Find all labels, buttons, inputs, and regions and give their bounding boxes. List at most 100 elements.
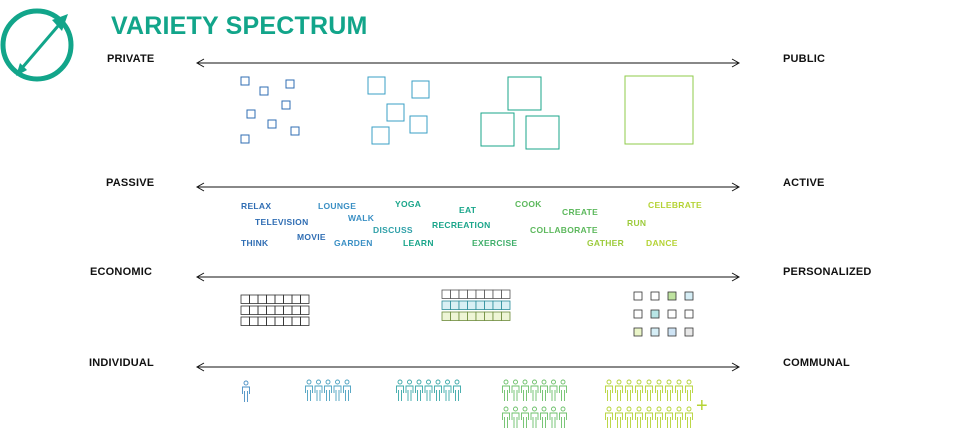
grid-cell [249, 316, 259, 326]
grid-cell [300, 294, 310, 304]
person-icon [530, 406, 539, 428]
person-icon [324, 379, 332, 401]
grid-cell [450, 311, 460, 321]
custom-cell [633, 291, 643, 301]
grid-cell [266, 316, 276, 326]
person-icon [559, 406, 567, 428]
grid-cell [501, 300, 511, 310]
person-icon [530, 379, 539, 401]
person-icon [502, 379, 510, 401]
grid-cell [467, 289, 477, 299]
custom-cell [667, 291, 677, 301]
grid-cell [274, 305, 284, 315]
space-square [409, 115, 428, 134]
person-icon [625, 406, 633, 428]
space-square [624, 75, 694, 145]
person-icon [242, 380, 250, 402]
activity-word: RELAX [241, 201, 272, 211]
activity-word: LEARN [403, 238, 434, 248]
person-icon [549, 379, 558, 401]
custom-cell [684, 327, 694, 337]
person-icon [540, 379, 548, 401]
person-icon [685, 379, 693, 401]
person-icon [665, 379, 673, 401]
grid-cell [450, 300, 460, 310]
grid-cell [249, 305, 259, 315]
person-icon [314, 379, 323, 401]
grid-cell [450, 289, 460, 299]
activity-word: EXERCISE [472, 238, 518, 248]
person-icon [559, 379, 567, 401]
grid-cell [492, 289, 502, 299]
activity-word: COOK [515, 199, 542, 209]
activity-word: GARDEN [334, 238, 373, 248]
grid-cell [467, 311, 477, 321]
grid-cell [492, 300, 502, 310]
person-icon [333, 379, 342, 401]
space-square [411, 80, 430, 99]
custom-cell [684, 309, 694, 319]
space-square [240, 134, 250, 144]
grid-cell [283, 316, 293, 326]
grid-cell [484, 300, 494, 310]
custom-cell [633, 327, 643, 337]
grid-cell [240, 294, 250, 304]
grid-cell [475, 300, 485, 310]
label-public: PUBLIC [783, 53, 826, 65]
grid-cell [475, 311, 485, 321]
person-icon [685, 406, 693, 428]
economic-personalized-grids [240, 289, 694, 337]
individual-communal-people: + [242, 379, 708, 428]
space-square [507, 76, 542, 111]
custom-cell [650, 327, 660, 337]
grid-cell [441, 311, 451, 321]
label-individual: INDIVIDUAL [89, 357, 154, 369]
activity-word: WALK [348, 213, 375, 223]
person-icon [521, 379, 529, 401]
person-icon [511, 379, 520, 401]
grid-cell [257, 316, 267, 326]
logo-circle-icon [0, 8, 74, 82]
space-square [246, 109, 256, 119]
left-arrowhead [195, 182, 205, 192]
grid-cell [240, 305, 250, 315]
label-economic: ECONOMIC [90, 266, 153, 278]
person-icon [675, 406, 683, 428]
grid-cell [257, 305, 267, 315]
space-square [285, 79, 295, 89]
activity-word: RUN [627, 218, 647, 228]
person-icon [443, 379, 452, 401]
left-arrowhead [195, 362, 205, 372]
grid-cell [501, 289, 511, 299]
grid-cell [274, 316, 284, 326]
activity-word: CELEBRATE [648, 200, 703, 210]
grid-cell [441, 289, 451, 299]
right-arrowhead [731, 182, 741, 192]
grid-cell [291, 305, 301, 315]
spectrum-axes [195, 58, 741, 372]
person-icon [625, 379, 633, 401]
person-icon [396, 379, 404, 401]
grid-cell [240, 316, 250, 326]
activity-word: THINK [241, 238, 269, 248]
activity-word: EAT [459, 205, 477, 215]
grid-cell [266, 294, 276, 304]
person-icon [415, 379, 423, 401]
grid-cell [501, 311, 511, 321]
activity-word: LOUNGE [318, 201, 357, 211]
person-icon [655, 379, 663, 401]
person-icon [502, 406, 510, 428]
space-square [240, 76, 250, 86]
person-icon [655, 406, 663, 428]
custom-cell [667, 309, 677, 319]
label-passive: PASSIVE [106, 177, 155, 189]
space-square [371, 126, 390, 145]
person-icon [305, 379, 313, 401]
activity-word: DISCUSS [373, 225, 413, 235]
activity-word: DANCE [646, 238, 678, 248]
grid-cell [458, 289, 468, 299]
activity-word: YOGA [395, 199, 422, 209]
space-square [290, 126, 300, 136]
activity-word: CREATE [562, 207, 599, 217]
